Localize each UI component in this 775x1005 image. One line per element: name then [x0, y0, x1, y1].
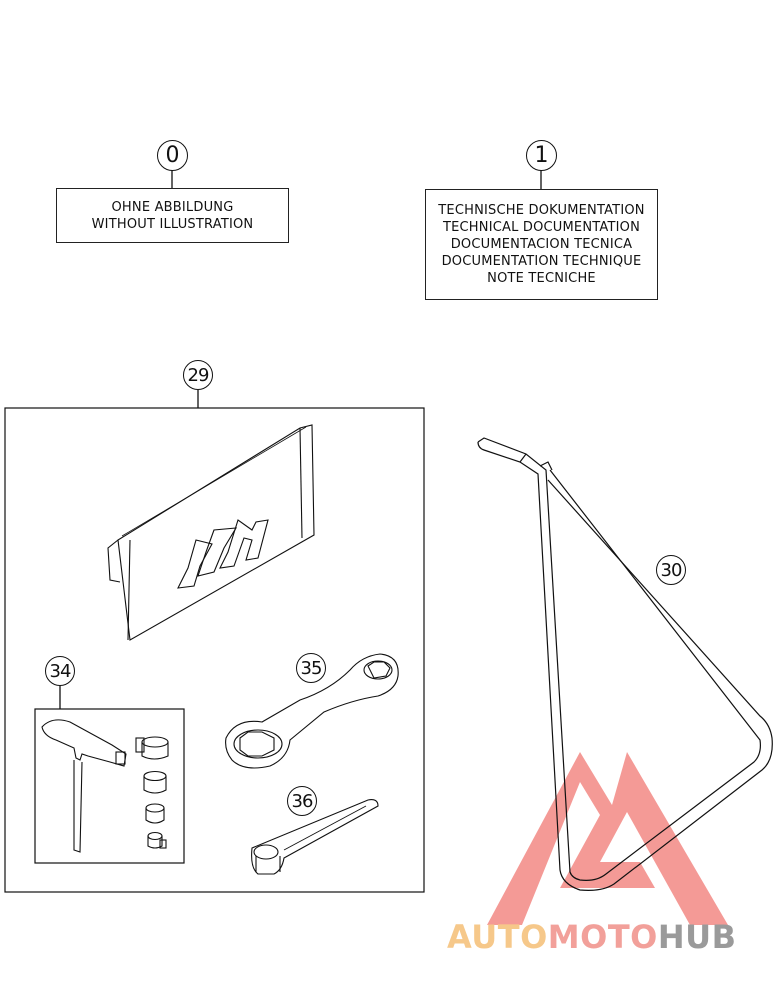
label-box-0-line-1: OHNE ABBILDUNG	[111, 199, 234, 215]
socket-set-icon	[135, 736, 169, 849]
callout-34: 34	[45, 656, 75, 686]
label-box-0-line-2: WITHOUT ILLUSTRATION	[91, 216, 254, 232]
watermark-text: AUTOMOTOHUB	[447, 918, 737, 956]
label-box-1-line-4: DOCUMENTATION TECHNIQUE	[441, 254, 642, 269]
callout-36: 36	[287, 786, 317, 816]
callout-29: 29	[183, 360, 213, 390]
ring-spanner-icon	[225, 653, 399, 769]
watermark-hub: HUB	[657, 918, 737, 956]
label-box-1-line-3: DOCUMENTACION TECNICA	[450, 237, 633, 252]
label-box-1: TECHNISCHE DOKUMENTATION TECHNICAL DOCUM…	[425, 189, 658, 300]
label-box-0: OHNE ABBILDUNG WITHOUT ILLUSTRATION	[56, 188, 289, 243]
callout-1: 1	[526, 140, 557, 171]
ktm-logo-icon	[177, 519, 269, 589]
label-box-1-line-2: TECHNICAL DOCUMENTATION	[442, 220, 641, 235]
callout-30: 30	[656, 555, 686, 585]
stand-icon	[477, 437, 773, 891]
watermark-moto: MOTO	[547, 918, 658, 956]
kit-frame-34	[34, 708, 185, 864]
tool-bag-icon	[107, 424, 315, 641]
label-box-1-line-5: NOTE TECNICHE	[487, 271, 596, 286]
watermark-logo-icon	[487, 752, 728, 925]
callout-35: 35	[296, 653, 326, 683]
bar-spanner-icon	[251, 799, 379, 875]
watermark-auto: AUTO	[447, 918, 548, 956]
callout-0: 0	[157, 140, 188, 171]
hex-key-icon	[41, 719, 127, 853]
kit-frame-29	[4, 407, 425, 893]
label-box-1-line-1: TECHNISCHE DOKUMENTATION	[438, 203, 645, 218]
